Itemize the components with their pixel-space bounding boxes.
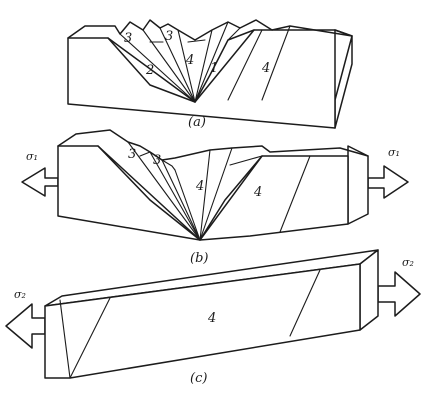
- panel-a-region-label: 3: [124, 31, 132, 46]
- panel-b-slip-line-2: [149, 151, 201, 241]
- panel-a-region-label: 4: [185, 53, 194, 68]
- panel-c-force-label-left: σ₂: [14, 288, 26, 301]
- panel-a-slip-line-4: [177, 29, 196, 103]
- panel-a-region-label: 4: [261, 61, 270, 76]
- panel-a-slip-line-1: [119, 33, 196, 103]
- panel-a-slip-line-6: [194, 21, 229, 103]
- panel-a-slip-line-5: [194, 29, 213, 103]
- panel-b-front-face: [57, 145, 349, 241]
- panel-a-region-label: 1: [210, 61, 218, 76]
- panel-b-region-label: 4: [195, 179, 204, 194]
- panel-a-ledge-2: [187, 39, 206, 43]
- panel-b: 3 3 4 4 σ₁ σ₁ (b): [21, 129, 409, 266]
- panel-a-notch-left: [107, 37, 196, 103]
- panel-a-caption: (a): [188, 115, 206, 130]
- panel-b-ledge: [229, 155, 263, 166]
- panel-b-end-face: [347, 145, 369, 225]
- panel-b-right-arrow: [367, 165, 409, 199]
- panel-a-shear-band: [227, 29, 263, 101]
- panel-a-region-label: 2: [145, 63, 154, 78]
- panel-b-force-label-left: σ₁: [26, 150, 38, 163]
- panel-b-slip-line-3: [161, 159, 201, 241]
- panel-b-notch-right: [199, 155, 263, 241]
- panel-c-shear-line-left: [69, 297, 111, 379]
- panel-b-region-label: 4: [253, 185, 262, 200]
- panel-b-slip-line-5: [199, 149, 211, 241]
- panel-c-region-label: 4: [207, 311, 216, 326]
- panel-c-force-label-right: σ₂: [402, 256, 414, 269]
- panel-b-force-label-right: σ₁: [388, 146, 400, 159]
- panel-b-shear-band: [279, 155, 311, 233]
- panel-a-slip-line-7: [227, 27, 241, 41]
- panel-b-region-label: 3: [128, 147, 136, 162]
- panel-c-shear-line-right: [289, 269, 321, 337]
- panel-b-top-edge: [57, 129, 369, 161]
- panel-b-left-arrow: [21, 167, 59, 197]
- panel-c-right-arrow: [377, 271, 421, 317]
- panel-a-end-face: [334, 35, 353, 129]
- panel-b-step: [139, 151, 176, 171]
- panel-a-front-face: [67, 29, 336, 129]
- panel-a-region-label: 3: [165, 29, 173, 44]
- panel-a-slip-line-3: [159, 27, 196, 103]
- panel-b-slip-line-1: [127, 141, 201, 241]
- panel-c-end-face: [359, 249, 379, 331]
- panel-a: 3 3 2 4 1 4 (a): [67, 19, 353, 130]
- panel-a-top-right-edge: [334, 29, 353, 37]
- panel-b-region-label: 3: [153, 153, 161, 168]
- panel-c: 4 σ₂ σ₂ (c): [5, 249, 421, 386]
- panel-b-slip-line-6: [199, 147, 233, 241]
- panel-b-notch-left: [97, 145, 201, 241]
- panel-b-slip-line-4: [174, 169, 201, 241]
- panel-c-caption: (c): [190, 371, 207, 386]
- panel-a-shear-band-2: [261, 25, 291, 101]
- panel-c-front-face: [44, 263, 361, 379]
- panel-a-notch-right: [194, 29, 255, 103]
- panel-b-caption: (b): [190, 251, 208, 266]
- panel-c-left-arrow: [5, 303, 46, 349]
- panel-c-edge-line: [59, 299, 71, 379]
